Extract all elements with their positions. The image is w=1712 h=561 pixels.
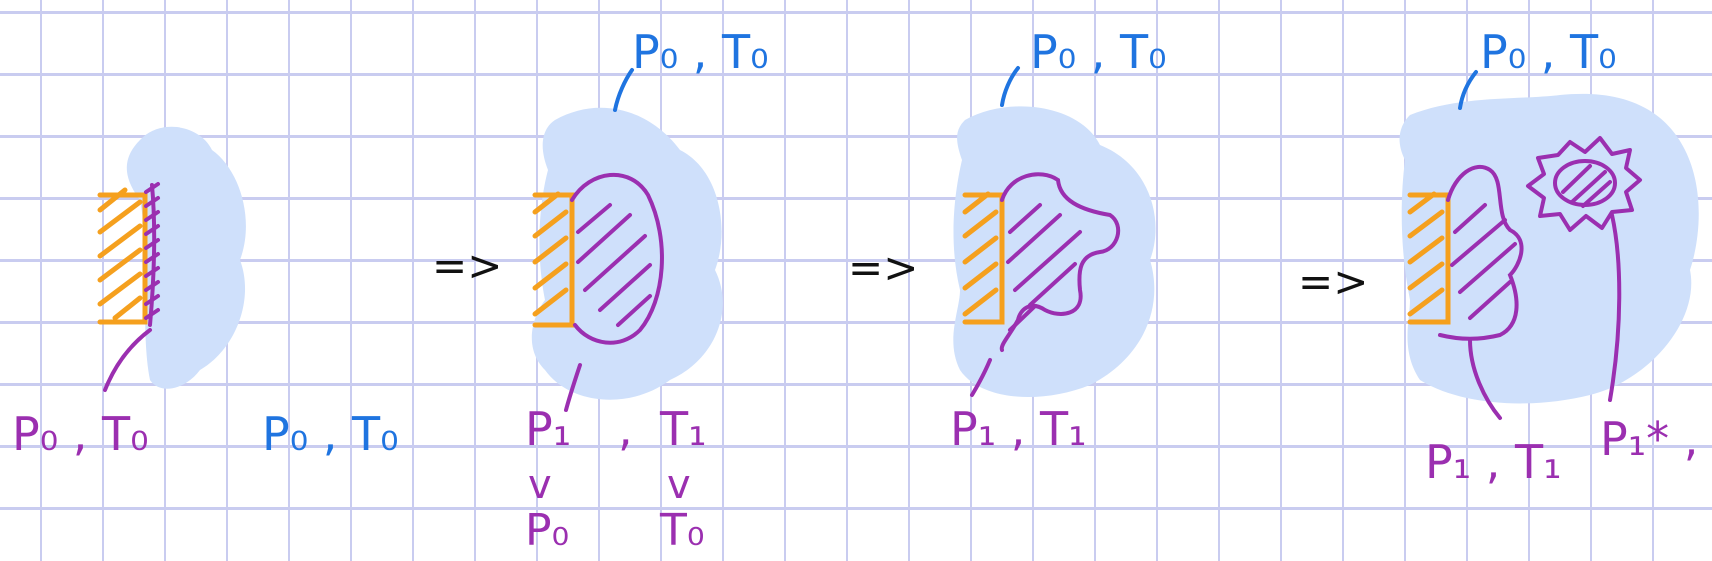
bubble: [1526, 136, 1642, 402]
ambient-pressure-temperature-label: P₀ , T₀: [1030, 25, 1167, 79]
droplet-label-leader: [1468, 338, 1502, 420]
droplet: [1438, 164, 1524, 420]
ambient-pressure-temperature-label: P₀ , T₀: [632, 25, 769, 79]
stage-3: P₀ , T₀ P₁ , T₁: [950, 25, 1167, 456]
gas-cloud: [1399, 93, 1699, 404]
wall-label-leader: [103, 328, 152, 392]
label-comma: ,: [618, 402, 633, 456]
temperature-target-label: T₀: [659, 505, 705, 556]
ambient-label-leader: [613, 68, 634, 112]
bubble-boundary: [1526, 136, 1642, 232]
wall: [97, 187, 148, 325]
gas-cloud: [953, 106, 1156, 398]
transition-arrow: =>: [432, 241, 502, 290]
gas-cloud: [126, 126, 246, 389]
droplet: [564, 172, 664, 412]
bubble-pressure-temperature-label: P₁* , T: [1600, 412, 1712, 466]
pressure-target-label: P₀: [525, 505, 569, 556]
droplet-temperature-label: T₁: [659, 402, 707, 456]
ambient-label-leader: [1458, 70, 1478, 110]
bubble-label-leader: [1608, 213, 1622, 402]
transition-arrow: =>: [848, 243, 918, 292]
droplet-pressure-temperature-label: P₁ , T₁: [950, 402, 1087, 456]
ambient-pressure-temperature-label: P₀ , T₀: [1480, 25, 1617, 79]
droplet-label-leader: [970, 358, 992, 397]
droplet-pressure-label: P₁: [525, 402, 571, 456]
wall: [962, 191, 1005, 325]
wall: [532, 191, 575, 328]
pressure-arrow-down: v: [528, 462, 552, 508]
liquid-film: [103, 182, 160, 392]
ambient-pressure-temperature-label: P₀ , T₀: [262, 407, 399, 461]
wall-pressure-temperature-label: P₀ , T₀: [12, 407, 149, 461]
droplet-label-leader: [564, 363, 582, 412]
droplet-pressure-temperature-label: P₁ , T₁: [1425, 435, 1562, 489]
stage-4: P₀ , T₀ P₁ , T₁ P₁* , T: [1399, 25, 1712, 489]
stage-1: P₀ , T₀ P₀ , T₀: [12, 126, 399, 461]
droplet: [970, 172, 1121, 397]
transition-arrow: =>: [1298, 257, 1368, 306]
ambient-label-leader: [1000, 66, 1020, 107]
stage-2: P₀ , T₀ P₁ , T₁ v v P₀ T₀: [525, 25, 769, 556]
wall: [1407, 191, 1451, 325]
temperature-arrow-down: v: [667, 462, 691, 508]
